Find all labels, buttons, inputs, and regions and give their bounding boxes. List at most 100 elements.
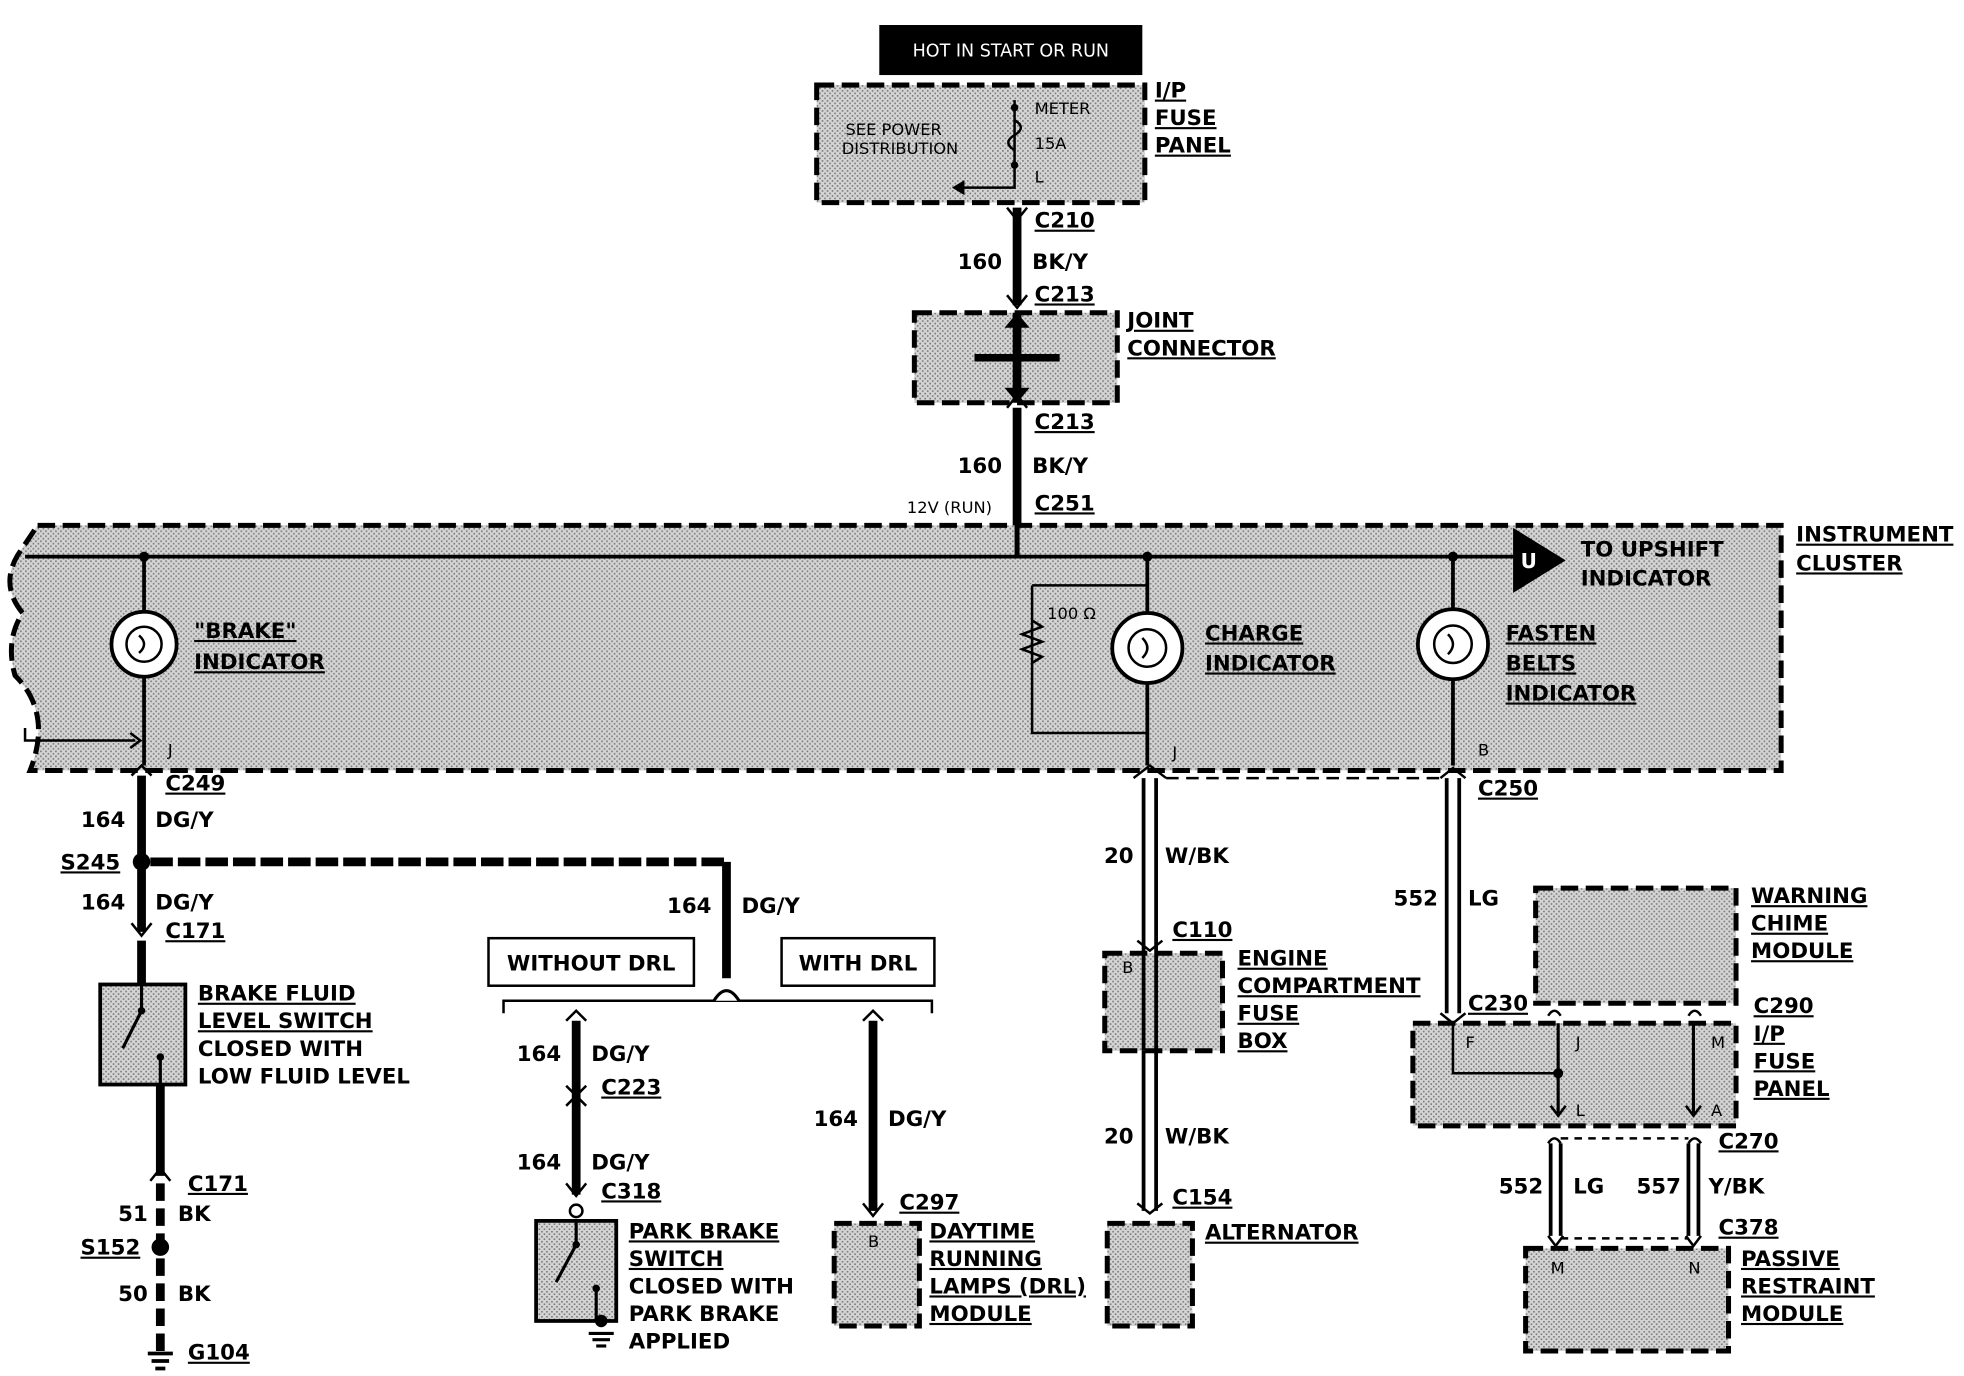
splice-s245 [132,853,151,871]
wire-160-mid-color: BK/Y [1032,454,1088,479]
ip-fuse-panel-lower: F J M L A [1410,1020,1739,1129]
warning-chime-label-2: CHIME [1751,912,1828,937]
warning-chime-label-1: WARNING [1751,884,1867,909]
connector-c110: C110 [1172,918,1232,943]
connector-c223: C223 [601,1076,661,1101]
connector-c250: C250 [1478,777,1538,802]
drl-module-label-4: MODULE [929,1302,1031,1327]
prm-pin-n: N [1688,1258,1700,1277]
brake-indicator-label-1: "BRAKE" [194,619,296,644]
wire-164-b-color: DG/Y [155,890,214,915]
upshift-label-1: TO UPSHIFT [1581,538,1724,563]
connector-c171-top: C171 [165,919,225,944]
brake-fluid-switch-label-4: LOW FLUID LEVEL [198,1064,410,1089]
drl-module-label-1: DAYTIME [929,1219,1035,1244]
wire-160-top-number: 160 [958,250,1002,275]
wire-164-d-color: DG/Y [591,1151,650,1176]
drl-module [831,1220,922,1329]
fasten-belts-label-1: FASTEN [1506,621,1597,646]
without-drl-label: WITHOUT DRL [507,952,676,977]
wire-50-color: BK [178,1282,212,1307]
park-brake-label-4: PARK BRAKE [629,1302,780,1327]
fuse-pin-l: L [1035,168,1044,187]
wire-160-mid-number: 160 [958,454,1002,479]
wire-164-a-number: 164 [81,808,125,833]
run-voltage-label: 12V (RUN) [907,498,992,517]
fasten-belts-label-3: INDICATOR [1506,682,1637,707]
ground-g104-icon [147,1351,173,1371]
wire-557-ybk [1686,1143,1701,1236]
prm-pin-m: M [1551,1258,1565,1277]
connector-c213-top: C213 [1035,282,1095,307]
wire-552-b-number: 552 [1499,1174,1543,1199]
ecfb-label-3: FUSE [1238,1002,1300,1027]
wire-50-number: 50 [118,1282,148,1307]
joint-connector-label-2: CONNECTOR [1127,336,1275,361]
wire-20-b-number: 20 [1104,1124,1134,1149]
resistor-value: 100 Ω [1047,604,1096,623]
joint-connector [911,310,1120,406]
upshift-symbol: U [1521,549,1537,573]
wire-51-color: BK [178,1202,212,1227]
pin-j-left: J [167,741,173,760]
ecfb-label-1: ENGINE [1238,947,1328,972]
brake-indicator-label-2: INDICATOR [194,650,325,675]
connector-c171-bottom: C171 [188,1172,248,1197]
wire-160-top-color: BK/Y [1032,250,1088,275]
wire-20-a-number: 20 [1104,844,1134,869]
passive-restraint-label-2: RESTRAINT [1741,1274,1875,1299]
connector-c249: C249 [165,772,225,797]
charge-indicator-label-2: INDICATOR [1205,651,1336,676]
connector-c230: C230 [1468,992,1528,1017]
splice-s152-label: S152 [81,1236,141,1261]
park-brake-label-5: APPLIED [629,1329,730,1354]
ip-pin-l: L [1576,1101,1585,1120]
brake-fluid-level-switch [98,940,188,1087]
ip-fuse-panel-title-2: FUSE [1155,106,1217,131]
ip-fuse-lower-label-3: PANEL [1754,1077,1830,1102]
park-brake-switch [534,1219,619,1348]
ecfb-label-4: BOX [1238,1029,1288,1054]
wire-164-a-color: DG/Y [155,808,214,833]
hot-in-start-label: HOT IN START OR RUN [913,41,1109,61]
ip-pin-j: J [1575,1033,1581,1052]
wire-164-e-color: DG/Y [888,1107,947,1132]
passive-restraint-label-3: MODULE [1741,1302,1843,1327]
wire-164-drl-number: 164 [667,894,711,919]
ip-fuse-panel-title-3: PANEL [1155,134,1231,159]
wire-552-a-color: LG [1468,887,1499,912]
upshift-indicator-icon [1513,527,1566,593]
brake-fluid-switch-label-3: CLOSED WITH [198,1037,363,1062]
ecfb-label-2: COMPARTMENT [1238,974,1421,999]
passive-restraint-module [1523,1245,1732,1354]
wire-164-d-number: 164 [517,1151,561,1176]
instrument-cluster-title-1: INSTRUMENT [1796,523,1954,548]
see-power-distribution-line2: DISTRIBUTION [842,139,959,158]
connector-c378: C378 [1719,1216,1779,1241]
splice-s245-label: S245 [60,850,120,875]
warning-chime-label-3: MODULE [1751,939,1853,964]
wire-20-b-color: W/BK [1165,1124,1230,1149]
connector-c318: C318 [601,1179,661,1204]
passive-restraint-label-1: PASSIVE [1741,1247,1840,1272]
connector-c213-bottom: C213 [1035,410,1095,435]
drl-module-label-3: LAMPS (DRL) [929,1274,1086,1299]
engine-compartment-fuse-box [1102,950,1225,1054]
ip-fuse-panel-title-1: I/P [1155,79,1186,104]
park-brake-label-1: PARK BRAKE [629,1219,780,1244]
alternator-label: ALTERNATOR [1205,1221,1359,1246]
alternator [1104,1220,1195,1329]
splice-s152 [151,1238,170,1256]
pin-j-right: J [1171,743,1177,762]
wire-164-b-number: 164 [81,890,125,915]
see-power-distribution-line1: SEE POWER [845,120,941,139]
connector-c251: C251 [1035,491,1095,516]
park-brake-label-3: CLOSED WITH [629,1274,794,1299]
wire-164-c-number: 164 [517,1042,561,1067]
wire-164-drl-color: DG/Y [742,894,801,919]
wire-164-c-color: DG/Y [591,1042,650,1067]
brake-fluid-switch-label-1: BRAKE FLUID [198,982,356,1007]
ip-fuse-panel-top: SEE POWER DISTRIBUTION METER 15A L [814,82,1148,206]
instrument-cluster: U J 100 Ω J B [7,522,1784,774]
wire-164-e-number: 164 [814,1107,858,1132]
